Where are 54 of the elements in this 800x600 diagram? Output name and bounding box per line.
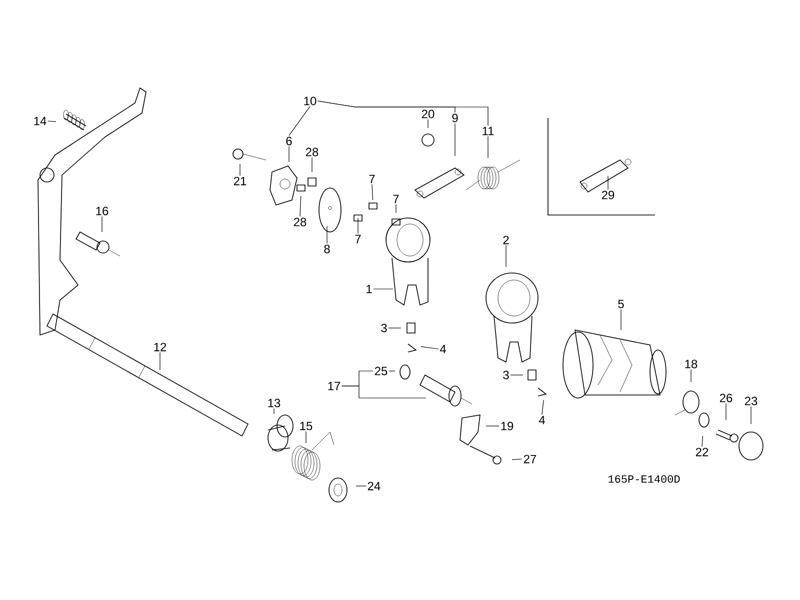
callout-number: 8 <box>324 244 330 254</box>
callout-number: 19 <box>501 422 514 430</box>
callout-number: 6 <box>286 136 292 146</box>
leader-line <box>420 346 439 350</box>
callout-number: 4 <box>538 416 545 424</box>
callout-number: 3 <box>381 324 387 332</box>
callout-number: 3 <box>503 370 509 380</box>
leader-line <box>388 370 396 372</box>
leader-line <box>373 288 394 290</box>
callout-number: 23 <box>744 396 758 406</box>
leader-line <box>690 369 692 382</box>
leader-line <box>454 123 456 156</box>
leader-line <box>326 226 328 244</box>
callout-number: 11 <box>482 126 494 136</box>
callout-number: 22 <box>696 448 708 456</box>
callout-number: 20 <box>422 110 434 118</box>
callout-number: 28 <box>306 148 318 156</box>
drawing-code: 165P-E1400D <box>608 475 680 483</box>
callout-number: 18 <box>685 360 698 368</box>
callout-number: 7 <box>393 194 399 204</box>
callout-number: 27 <box>524 454 536 464</box>
leader-line <box>288 146 290 162</box>
leader-line <box>342 386 426 398</box>
callout-number: 14 <box>34 116 46 126</box>
callout-number: 9 <box>452 114 458 122</box>
leader-line <box>288 106 310 136</box>
callout-number: 13 <box>268 398 280 408</box>
leader-line <box>620 309 622 330</box>
leader-line <box>702 436 704 447</box>
callout-number: 28 <box>294 218 306 226</box>
callout-number: 4 <box>440 344 446 354</box>
callout-number: 15 <box>300 422 312 430</box>
leader-line <box>542 400 544 415</box>
callout-number: 7 <box>369 174 375 184</box>
callout-number: 17 <box>328 382 340 390</box>
callout-number: 12 <box>154 342 166 352</box>
leader-line <box>318 100 488 126</box>
leader-line <box>512 458 522 460</box>
callout-number: 5 <box>618 300 624 308</box>
callout-number: 7 <box>355 234 361 244</box>
leader-line <box>300 196 302 217</box>
leader-line <box>48 120 56 122</box>
callout-number: 21 <box>234 176 246 186</box>
callout-number: 2 <box>503 236 509 244</box>
callout-number: 10 <box>304 96 316 106</box>
callout-number: 25 <box>374 366 388 376</box>
callout-number: 24 <box>368 482 380 490</box>
leader-line <box>750 406 752 424</box>
callout-number: 26 <box>720 394 732 402</box>
callout-number: 1 <box>366 284 372 294</box>
callout-number: 29 <box>602 190 614 200</box>
callout-number: 16 <box>96 206 108 216</box>
leader-line <box>372 184 374 200</box>
leader-line <box>510 374 524 376</box>
